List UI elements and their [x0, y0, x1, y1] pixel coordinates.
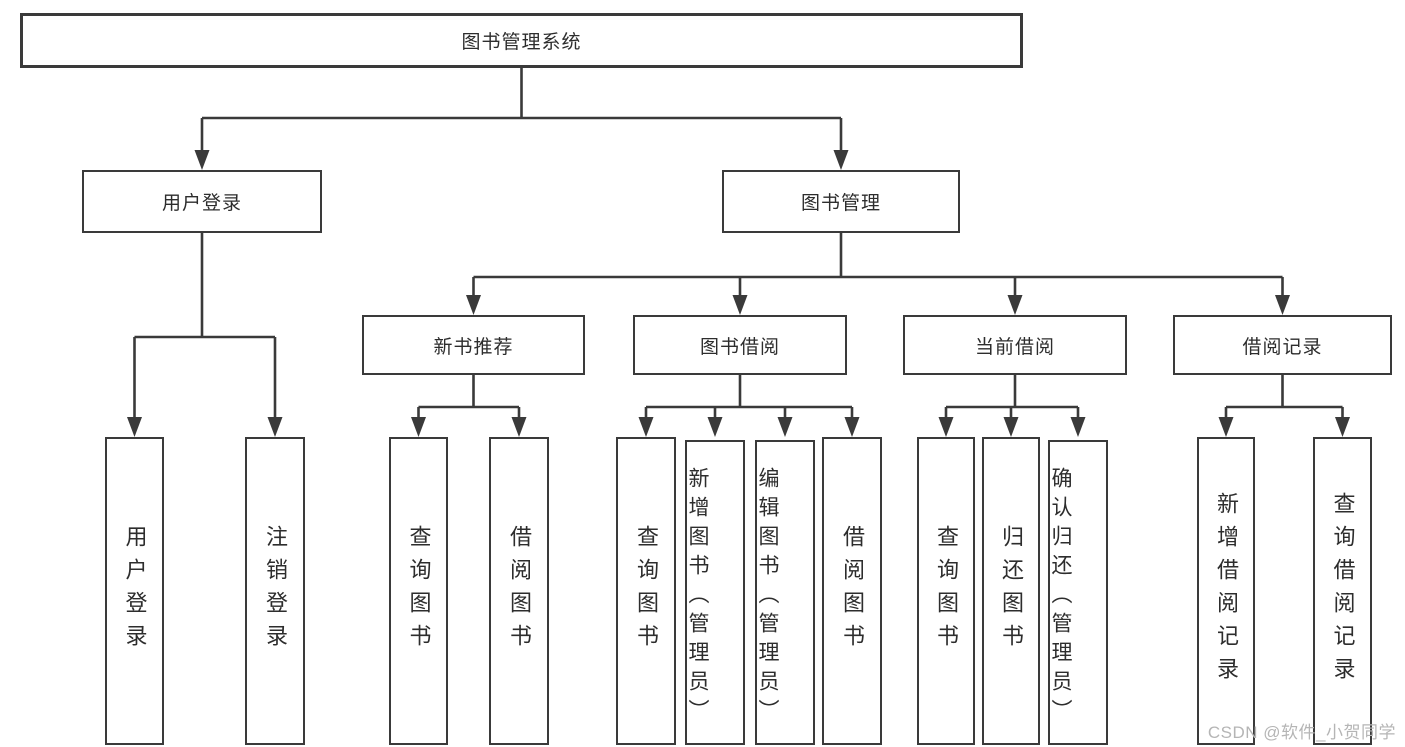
- leaf-borrow-book-2-label: 借阅图书: [840, 525, 865, 657]
- node-borrow-record: 借阅记录: [1173, 315, 1392, 375]
- node-current-borrow: 当前借阅: [903, 315, 1127, 375]
- leaf-query-borrow-record: 查询借阅记录: [1313, 437, 1372, 745]
- leaf-edit-book-admin: 编辑图书（管理员）: [755, 440, 815, 745]
- leaf-borrow-book-1-label: 借阅图书: [507, 525, 532, 657]
- leaf-query-book-3-label: 查询图书: [934, 525, 959, 657]
- leaf-query-borrow-record-label: 查询借阅记录: [1330, 492, 1356, 690]
- node-new-book-recommend: 新书推荐: [362, 315, 585, 375]
- node-current-borrow-label: 当前借阅: [974, 336, 1055, 358]
- leaf-confirm-return-admin-label: 确认归还（管理员）: [1049, 466, 1072, 728]
- leaf-add-book-admin: 新增图书（管理员）: [685, 440, 745, 745]
- leaf-query-book-3: 查询图书: [917, 437, 975, 745]
- connector-new-book: [418, 375, 519, 409]
- leaf-user-login: 用户登录: [105, 437, 164, 745]
- leaf-query-book-1-label: 查询图书: [406, 525, 432, 657]
- connector-current-borrow: [946, 375, 1078, 409]
- connector-book-management: [473, 233, 1283, 279]
- leaf-logout-label: 注销登录: [263, 525, 288, 657]
- leaf-add-borrow-record-label: 新增借阅记录: [1214, 492, 1239, 690]
- leaf-add-borrow-record: 新增借阅记录: [1197, 437, 1255, 745]
- connector-book-borrow: [646, 375, 852, 409]
- leaf-user-login-label: 用户登录: [122, 525, 148, 657]
- connector-root: [202, 68, 841, 120]
- node-user-login: 用户登录: [82, 170, 322, 233]
- leaf-confirm-return-admin: 确认归还（管理员）: [1048, 440, 1108, 745]
- node-library-system: 图书管理系统: [20, 13, 1023, 68]
- node-new-book-recommend-label: 新书推荐: [433, 336, 514, 358]
- connector-borrow-record: [1226, 375, 1343, 409]
- leaf-borrow-book-1: 借阅图书: [489, 437, 549, 745]
- leaf-return-book: 归还图书: [982, 437, 1040, 745]
- leaf-add-book-admin-label: 新增图书（管理员）: [686, 466, 709, 728]
- connector-user-login: [134, 233, 275, 339]
- node-library-system-label: 图书管理系统: [461, 32, 582, 53]
- node-book-borrow: 图书借阅: [633, 315, 847, 375]
- csdn-watermark: CSDN @软件_小贺同学: [1207, 723, 1396, 742]
- leaf-logout: 注销登录: [245, 437, 305, 745]
- node-book-borrow-label: 图书借阅: [699, 336, 780, 358]
- node-borrow-record-label: 借阅记录: [1242, 336, 1323, 358]
- leaf-edit-book-admin-label: 编辑图书（管理员）: [756, 466, 779, 728]
- node-user-login-label: 用户登录: [161, 193, 242, 214]
- leaf-borrow-book-2: 借阅图书: [822, 437, 882, 745]
- leaf-return-book-label: 归还图书: [999, 525, 1024, 657]
- node-book-management: 图书管理: [722, 170, 960, 233]
- leaf-query-book-1: 查询图书: [389, 437, 448, 745]
- node-book-management-label: 图书管理: [800, 193, 881, 214]
- leaf-query-book-2-label: 查询图书: [634, 525, 659, 657]
- leaf-query-book-2: 查询图书: [616, 437, 676, 745]
